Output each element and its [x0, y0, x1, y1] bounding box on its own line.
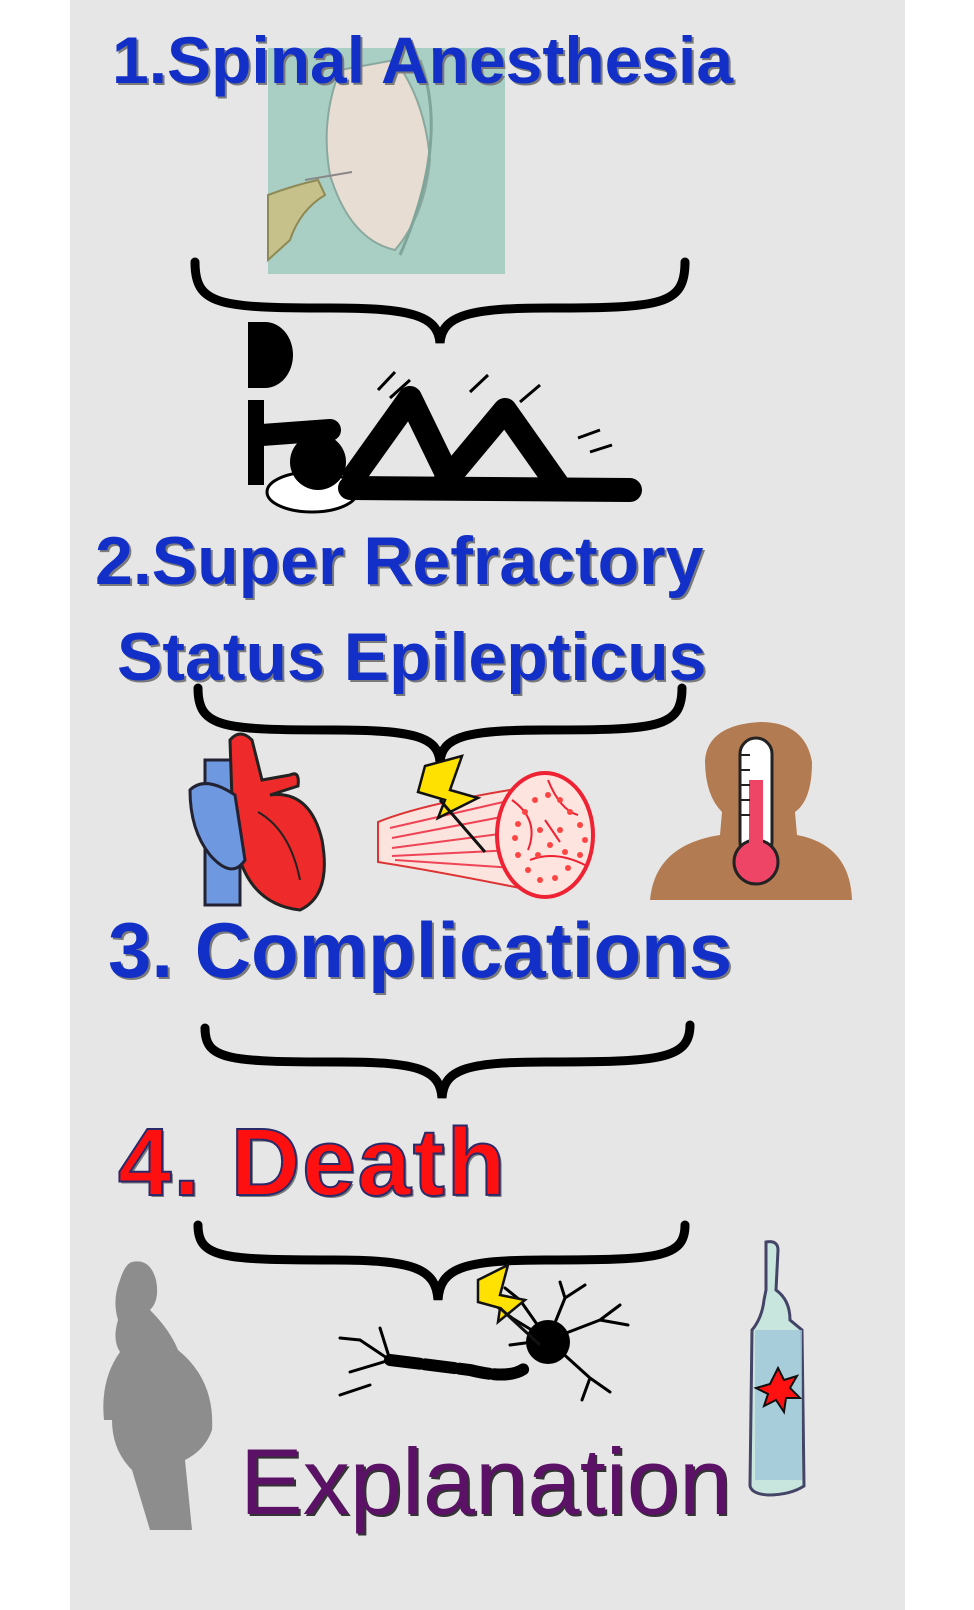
step-4-title: 4. Death	[117, 1108, 508, 1217]
brace-1	[190, 257, 690, 344]
step-2-title-line-2: Status Epilepticus	[117, 619, 707, 695]
muscle-fiber-icon	[377, 771, 595, 899]
lightning-icon	[416, 754, 482, 821]
brace-3	[200, 1020, 695, 1099]
explanation-title: Explanation	[240, 1429, 732, 1534]
heart-icon	[188, 732, 326, 912]
seizure-figure-icon	[248, 322, 642, 514]
brace-2	[193, 683, 687, 763]
step-1-title: 1.Spinal Anesthesia	[112, 23, 734, 97]
step-3-title: 3. Complications	[108, 906, 733, 994]
neuron-icon	[338, 1280, 630, 1402]
fever-head-icon	[650, 722, 852, 900]
pregnant-woman-icon	[103, 1261, 213, 1530]
lightning-bolt-tail-2	[498, 1306, 542, 1347]
spinal-needle-icon	[267, 48, 505, 274]
brace-4	[193, 1220, 690, 1301]
lightning-bolt-tail	[438, 799, 487, 853]
lightning-icon-2	[476, 1262, 528, 1325]
step-2-title-line-1: 2.Super Refractory	[95, 523, 704, 599]
ampoule-icon	[748, 1240, 806, 1497]
